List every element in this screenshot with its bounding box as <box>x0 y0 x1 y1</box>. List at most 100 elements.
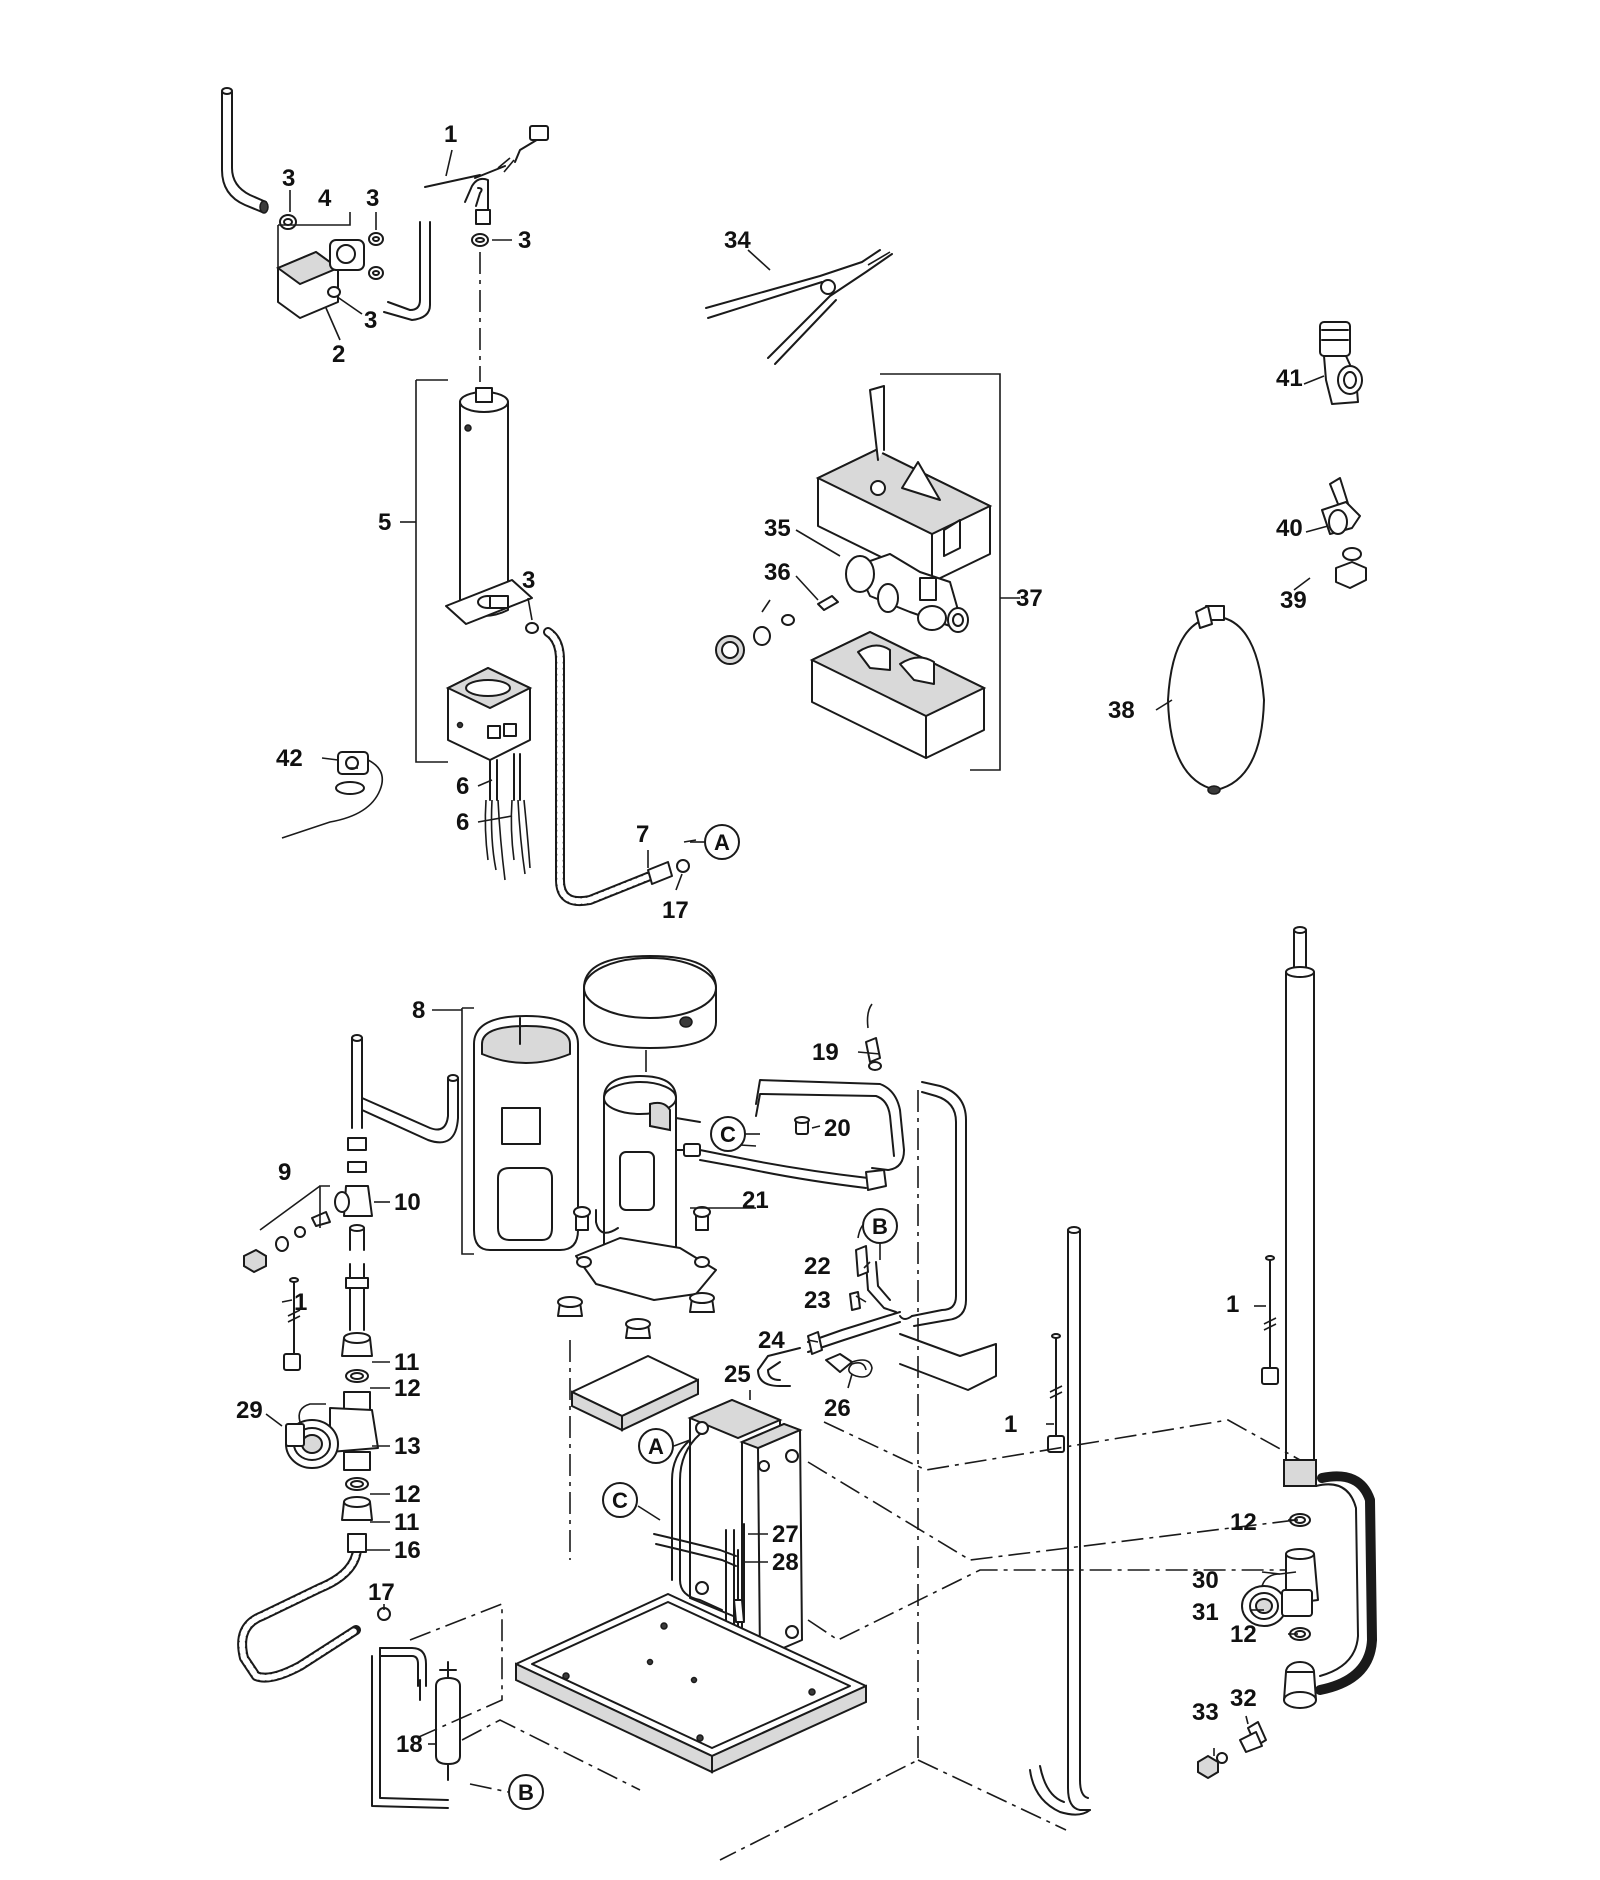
seal-ring-hose <box>676 859 690 873</box>
callout-numbers: 1 3 4 3 3 3 2 5 3 42 6 6 7 17 34 35 36 3… <box>236 121 1307 1758</box>
union-nut-upper <box>341 1332 373 1357</box>
callout-3: 3 <box>364 307 377 334</box>
callout-17: 17 <box>662 897 689 924</box>
callout-27: 27 <box>772 1521 799 1548</box>
ref-marker-b-bottom: B <box>508 1774 544 1810</box>
seal-rings-valve <box>327 232 384 298</box>
callout-9: 9 <box>278 1159 291 1186</box>
compressor-insulation-jacket <box>473 1015 579 1251</box>
callout-41: 41 <box>1276 365 1303 392</box>
water-inlet-pipe <box>221 87 269 214</box>
callout-1: 1 <box>294 1289 307 1316</box>
ref-letter: B <box>518 1780 534 1805</box>
callout-1: 1 <box>444 121 457 148</box>
callout-38: 38 <box>1108 697 1135 724</box>
callout-33: 33 <box>1192 1699 1219 1726</box>
callout-25: 25 <box>724 1361 751 1388</box>
callout-3: 3 <box>366 185 379 212</box>
electric-heater-tube <box>445 387 533 625</box>
temperature-sensor-right-b <box>1047 1333 1065 1453</box>
heater-connection-pipe <box>464 177 491 247</box>
callout-20: 20 <box>824 1115 851 1142</box>
ref-marker-c-bottom: C <box>602 1482 638 1518</box>
temperature-sensor-left <box>283 1277 301 1371</box>
heater-terminal-box <box>445 666 533 761</box>
sensor-cable-top <box>424 125 549 188</box>
callout-23: 23 <box>804 1287 831 1314</box>
callout-18: 18 <box>396 1731 423 1758</box>
callout-1: 1 <box>1004 1411 1017 1438</box>
callout-13: 13 <box>394 1433 421 1460</box>
union-nut-lower <box>341 1496 373 1521</box>
callout-37: 37 <box>1016 585 1043 612</box>
callout-11: 11 <box>394 1349 419 1376</box>
compressor-mounting-bolts <box>573 1206 711 1231</box>
filter-drier <box>371 1647 461 1809</box>
base-plate <box>515 1593 867 1774</box>
callout-3: 3 <box>518 227 531 254</box>
circulation-pump-dhw <box>1241 1548 1319 1627</box>
callout-2: 2 <box>332 341 345 368</box>
callout-3: 3 <box>282 165 295 192</box>
nipple-and-seal <box>1335 547 1367 589</box>
pump-cable-heating <box>298 1403 326 1423</box>
expansion-components <box>757 1221 997 1391</box>
cold-water-pipe-right <box>1029 1226 1091 1816</box>
flexible-hose <box>543 627 673 906</box>
callout-12: 12 <box>1230 1621 1257 1648</box>
ref-marker-a-top: A <box>704 824 740 860</box>
callout-5: 5 <box>378 509 391 536</box>
insulation-top-half <box>815 385 993 583</box>
safety-valve <box>1319 321 1363 405</box>
callout-34: 34 <box>724 227 751 254</box>
callout-17: 17 <box>368 1579 395 1606</box>
heating-supply-pipe <box>347 1034 459 1173</box>
pipe-section <box>345 1263 369 1331</box>
callout-39: 39 <box>1280 587 1307 614</box>
changeover-valve <box>845 553 969 633</box>
callout-7: 7 <box>636 821 649 848</box>
callout-42: 42 <box>276 745 303 772</box>
callout-16: 16 <box>394 1537 421 1564</box>
callout-29: 29 <box>236 1397 263 1424</box>
callout-30: 30 <box>1192 1567 1219 1594</box>
insulation-bottom-half <box>809 630 987 759</box>
heating-return-hose <box>237 1533 367 1683</box>
callout-24: 24 <box>758 1327 785 1354</box>
dhw-pipe-vertical <box>1283 926 1377 1695</box>
refrigerant-pipe-suction <box>699 1079 905 1191</box>
expansion-vessel <box>1167 605 1265 795</box>
fill-drain-tee <box>334 1185 373 1251</box>
leader-lines <box>259 149 1329 1756</box>
valve-spare-parts <box>715 595 839 665</box>
ref-marker-c-top: C <box>710 1116 746 1152</box>
sealing-ring-heater-outlet <box>525 622 539 634</box>
damping-pad <box>571 1355 699 1432</box>
drain-valve-dhw <box>1239 1721 1267 1753</box>
callout-6: 6 <box>456 773 469 800</box>
callout-11: 11 <box>394 1509 419 1536</box>
refrigerant-pipes-exchanger <box>653 1433 745 1625</box>
ref-marker-a-bottom: A <box>638 1428 674 1464</box>
callout-28: 28 <box>772 1549 799 1576</box>
callout-3: 3 <box>522 567 535 594</box>
ref-letter: A <box>714 830 730 855</box>
installation-pliers <box>705 249 893 365</box>
drain-plug-dhw <box>1197 1752 1228 1780</box>
callout-6: 6 <box>456 809 469 836</box>
refrigerant-pipe-return <box>899 1081 967 1327</box>
compressor-insulation-lid <box>583 955 717 1049</box>
service-valve-cap <box>794 1116 810 1135</box>
compressor <box>575 1075 717 1301</box>
callout-36: 36 <box>764 559 791 586</box>
ref-marker-b-top: B <box>862 1208 898 1244</box>
immersion-thermostat <box>281 751 384 839</box>
high-pressure-switch <box>865 1003 882 1071</box>
callout-26: 26 <box>824 1395 851 1422</box>
callout-31: 31 <box>1192 1599 1219 1626</box>
circulation-pump-heating <box>285 1391 379 1471</box>
callout-8: 8 <box>412 997 425 1024</box>
callout-1: 1 <box>1226 1291 1239 1318</box>
dhw-tee-fitting <box>1283 1661 1317 1709</box>
temperature-sensor-right-a <box>1261 1255 1279 1385</box>
